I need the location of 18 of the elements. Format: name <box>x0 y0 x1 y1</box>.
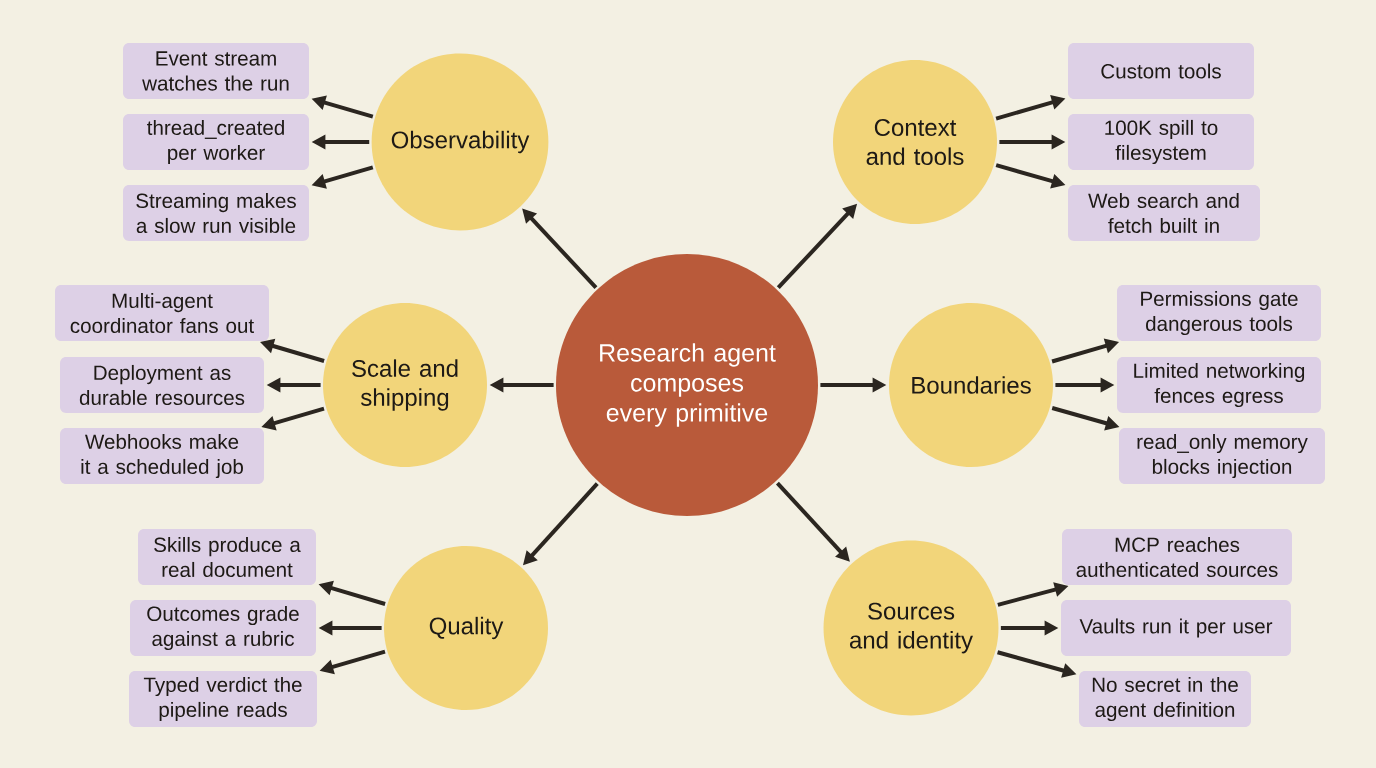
detail-box: Custom tools <box>1068 43 1254 99</box>
detail-box: Typed verdict the pipeline reads <box>129 671 317 727</box>
detail-box: Skills produce a real document <box>138 529 316 585</box>
detail-box: No secret in the agent definition <box>1079 671 1251 727</box>
detail-box: thread_created per worker <box>123 114 309 170</box>
detail-box: Vaults run it per user <box>1061 600 1291 656</box>
detail-box: read_only memory blocks injection <box>1119 428 1325 484</box>
detail-box: MCP reaches authenticated sources <box>1062 529 1292 585</box>
detail-box: Deployment as durable resources <box>60 357 264 413</box>
detail-box: Permissions gate dangerous tools <box>1117 285 1321 341</box>
detail-box: 100K spill to filesystem <box>1068 114 1254 170</box>
detail-box: Streaming makes a slow run visible <box>123 185 309 241</box>
detail-box: Web search and fetch built in <box>1068 185 1260 241</box>
detail-box: Webhooks make it a scheduled job <box>60 428 264 484</box>
detail-box: Limited networking fences egress <box>1117 357 1321 413</box>
detail-box: Multi-agent coordinator fans out <box>55 285 269 341</box>
detail-box: Outcomes grade against a rubric <box>130 600 316 656</box>
detail-box: Event stream watches the run <box>123 43 309 99</box>
